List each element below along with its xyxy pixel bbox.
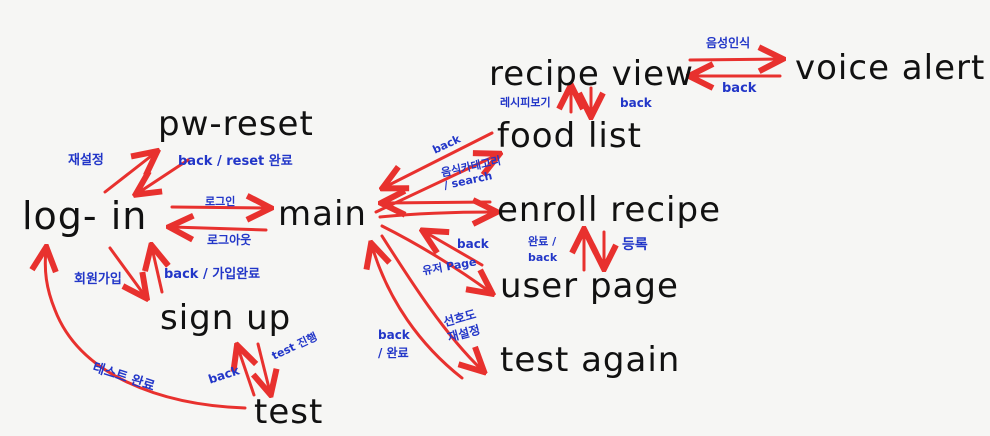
label-back-voice: back [722, 81, 757, 96]
arrow-pwreset-to-login [138, 158, 190, 193]
label-register-member: 회원가입 [74, 272, 122, 287]
recipe-view-node: recipe view [489, 54, 694, 94]
label-login-action: 로그인 [205, 195, 236, 208]
label-back-enroll: back [457, 237, 489, 251]
label-voice-recognition: 음성인식 [706, 36, 751, 50]
test-again-node: test again [500, 340, 681, 380]
label-done-back: 완료 / back [528, 235, 558, 264]
voice-alert-node: voice alert [795, 48, 986, 88]
main-node: main [278, 194, 367, 234]
label-logout-action: 로그아웃 [207, 233, 252, 247]
sign-up-node: sign up [160, 298, 292, 338]
arrow-testagain-to-main [372, 246, 464, 380]
arrow-signup-to-login [152, 248, 162, 294]
label-back-done: back / 완료 [378, 328, 410, 360]
enroll-recipe-node: enroll recipe [497, 190, 721, 230]
label-back-reset-done: back / reset 완료 [178, 154, 293, 169]
arrow-main-to-login [172, 227, 268, 230]
arrow-foodlist-to-main [385, 131, 494, 187]
login-node: log- in [22, 194, 148, 238]
pw-reset-node: pw-reset [158, 104, 314, 144]
label-register: 등록 [622, 237, 648, 253]
arrow-login-to-main [170, 207, 268, 208]
test-node: test [254, 392, 324, 432]
food-list-node: food list [497, 116, 642, 156]
arrow-main-to-enroll [378, 212, 494, 217]
user-page-node: user page [500, 266, 679, 306]
arrow-enroll-to-main [384, 202, 492, 203]
label-back-recipe: back [620, 96, 652, 110]
arrow-main-to-userpage [380, 224, 490, 292]
arrow-login-to-signup [108, 246, 145, 296]
arrow-recipeview-to-voicealert [688, 59, 780, 60]
label-reset-pw: 재설정 [68, 153, 104, 168]
arrow-signup-to-test [258, 342, 270, 392]
arrow-test-to-signup [238, 348, 254, 397]
label-back-signup-done: back / 가입완료 [164, 267, 261, 282]
arrow-test-to-login [45, 250, 247, 410]
label-recipe-view-action: 레시피보기 [500, 96, 551, 109]
arrow-main-to-testagain [380, 234, 482, 370]
arrow-userpage-to-main [425, 232, 484, 267]
